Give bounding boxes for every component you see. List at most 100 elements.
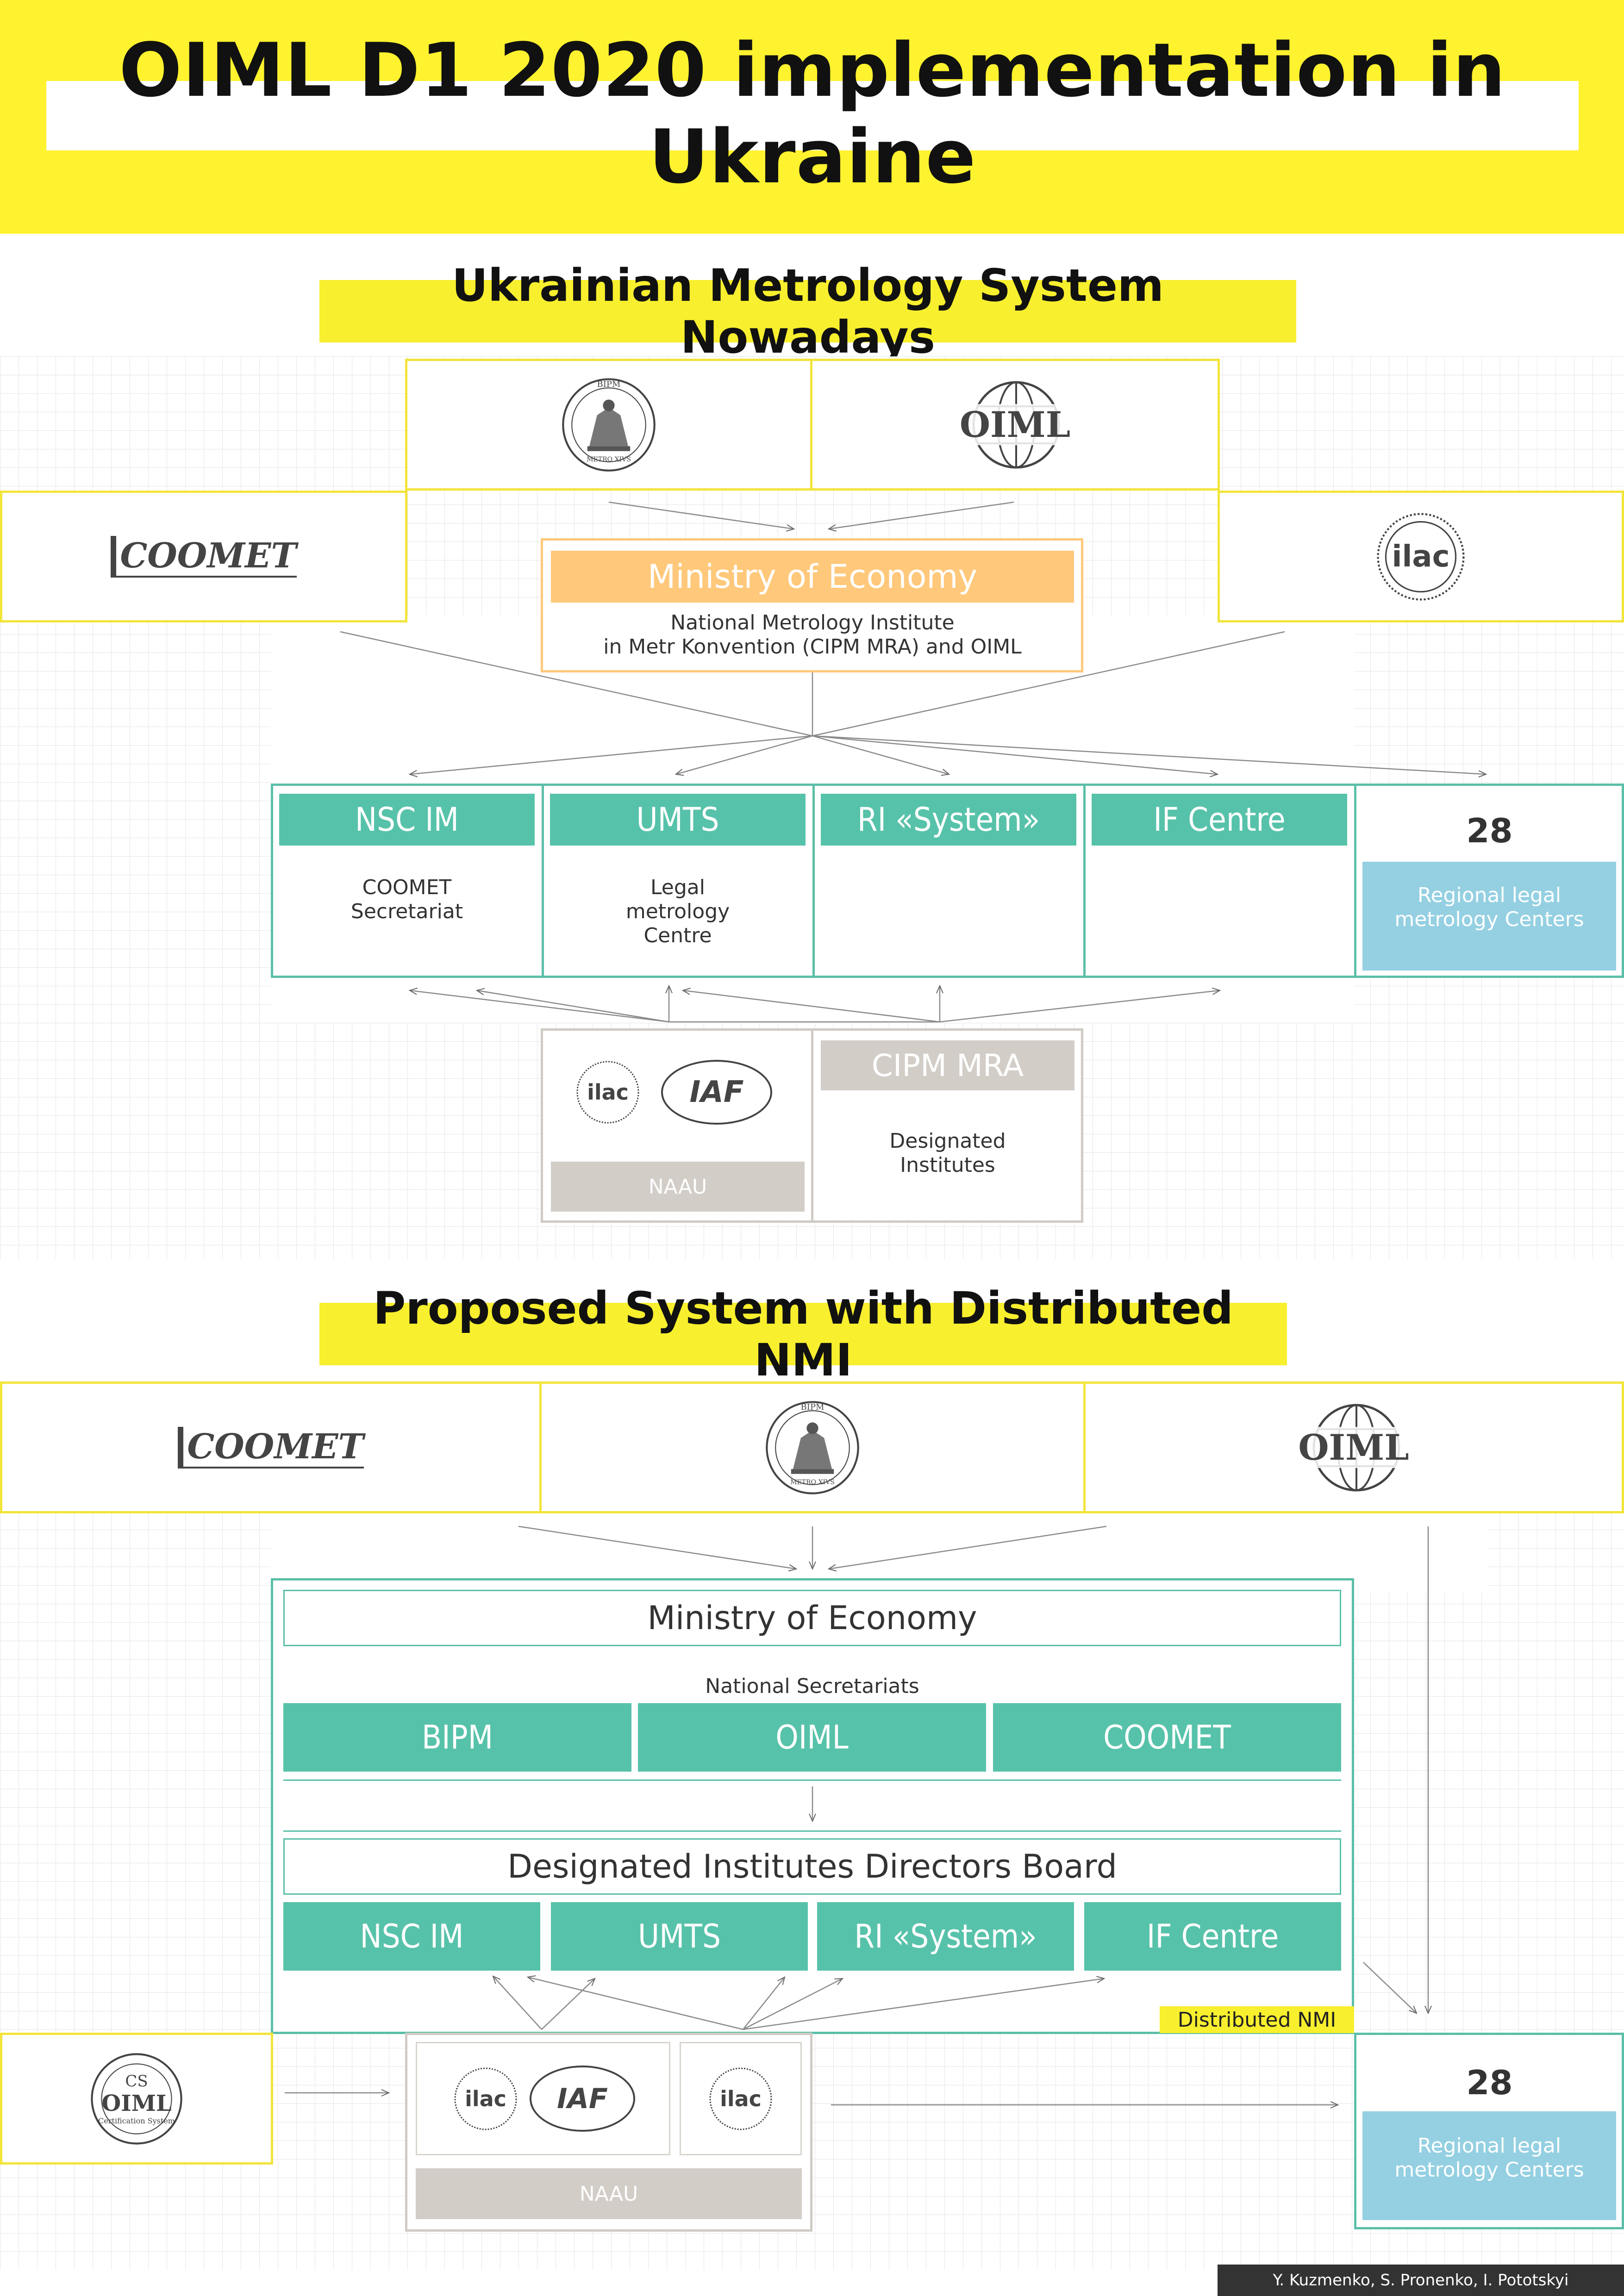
- institute-umts-desc3: Centre: [643, 924, 712, 947]
- naau-logos-left: ilac IAF: [416, 2042, 670, 2155]
- ilac-logo-icon: [1377, 513, 1465, 600]
- secretariat-bipm: BIPM: [283, 1703, 631, 1772]
- bipm-logo-text: BIPM: [597, 380, 621, 389]
- arrow-naau-umts: [528, 1977, 743, 2030]
- arrow-naau-umts-left: [477, 990, 669, 1023]
- arrow-hub-ri: [812, 735, 949, 774]
- arrow-coomet-ministry-2: [518, 1525, 796, 1569]
- arrow-naau-ri: [743, 1979, 843, 2030]
- oiml-logo-text: OIML: [959, 404, 1071, 445]
- arrow-hub-ifcentre: [812, 735, 1218, 774]
- ilac-small-text-3: ilac: [720, 2086, 762, 2111]
- bipm-logo-text-2: BIPM: [800, 1402, 824, 1412]
- distributed-nmi-label: Distributed NMI: [1160, 2006, 1354, 2033]
- institute-ifcentre-2: IF Centre: [1084, 1902, 1341, 1971]
- coomet-logo-text-2: COOMET: [178, 1426, 364, 1468]
- section1-heading: Ukrainian Metrology System Nowadays: [319, 260, 1296, 363]
- institute-umts-desc1: Legal: [650, 876, 705, 899]
- ilac-logo-box: ilac: [1218, 491, 1624, 622]
- designated-line2: Institutes: [900, 1153, 995, 1177]
- arrow-naau-nscim-b: [541, 1979, 595, 2030]
- oiml-cs-text-oiml: OIML: [101, 2091, 172, 2116]
- naau-logos-right: ilac: [680, 2042, 802, 2155]
- ilac-small-text-2: ilac: [465, 2086, 506, 2111]
- ilac-small-logo-1: ilac: [573, 1058, 643, 1127]
- secretariats-divider-top: [283, 1780, 1341, 1781]
- institute-nscim-desc2: Secretariat: [350, 900, 463, 923]
- ilac-small-logo-2: ilac: [451, 2064, 520, 2134]
- ilac-logo-text: ilac: [1392, 539, 1450, 574]
- iaf-logo-1: IAF: [661, 1060, 772, 1125]
- institute-umts-2: UMTS: [551, 1902, 808, 1971]
- ilac-ring-icon-3: [709, 2067, 772, 2130]
- arrow-institutes-regional: [1363, 1962, 1417, 2013]
- arrow-naau-nscim-a: [493, 1976, 542, 2030]
- institute-ri-label: RI «System»: [821, 794, 1076, 846]
- title-highlight: [46, 81, 1579, 150]
- iaf-logo-2: IAF: [530, 2066, 635, 2132]
- coomet-logo-text: COOMET: [111, 535, 297, 578]
- oiml-logo-box-2: OIML: [1083, 1381, 1624, 1513]
- authors-credit: Y. Kuzmenko, S. Pronenko, I. Pototskyi: [1218, 2265, 1624, 2296]
- arrow-naau-nscim: [410, 990, 669, 1023]
- designated-line1: Designated: [889, 1129, 1006, 1153]
- oiml-cs-logo-icon: [91, 2053, 182, 2145]
- secretariats-label: National Secretariats: [705, 1674, 919, 1698]
- arrow-hub-umts: [676, 735, 813, 774]
- naau-label-2: NAAU: [416, 2168, 802, 2219]
- regional-label-box: [1362, 862, 1616, 971]
- arrow-bipm-ministry: [608, 501, 794, 529]
- board-label: Designated Institutes Directors Board: [283, 1838, 1341, 1895]
- line-coomet-cross: [340, 631, 813, 737]
- oiml-cs-text-ring: Certification System: [98, 2116, 175, 2125]
- regional2-label-line2: metrology Centers: [1394, 2158, 1584, 2182]
- oiml-logo-text-2: OIML: [1298, 1427, 1409, 1468]
- regional-count-2: 28: [1466, 2063, 1513, 2102]
- regional-label-line2: metrology Centers: [1394, 907, 1584, 931]
- ilac-small-logo-3: ilac: [706, 2064, 775, 2134]
- bipm-logo-box-2: [539, 1381, 1086, 1513]
- institute-ri-2: RI «System»: [817, 1902, 1074, 1971]
- institute-nscim-desc1: COOMET: [362, 876, 452, 899]
- bipm-logo-motto: METRO XIVS: [587, 456, 631, 463]
- institute-ifcentre-label: IF Centre: [1092, 794, 1347, 846]
- ministry-label-2: Ministry of Economy: [283, 1590, 1341, 1646]
- ministry-desc-line1: National Metrology Institute: [670, 611, 955, 635]
- arrow-naau-ifcentre: [743, 1979, 1104, 2030]
- ilac-ring-icon-2: [454, 2067, 517, 2130]
- ilac-ring-icon: [576, 1061, 639, 1124]
- iaf-text-1: IAF: [689, 1075, 744, 1109]
- arrow-oiml-ministry: [829, 501, 1014, 529]
- cipm-mra-label: CIPM MRA: [821, 1040, 1074, 1090]
- bipm-logo-icon-2: [766, 1400, 859, 1494]
- oiml-cs-logo-box: CS OIML Certification System: [0, 2033, 273, 2165]
- arrow-hub-regional: [812, 735, 1486, 774]
- bipm-logo-icon: [562, 378, 656, 472]
- coomet-logo-box-2: COOMET: [0, 1381, 542, 1513]
- ministry-desc-line2: in Metr Konvention (CIPM MRA) and OIML: [603, 635, 1022, 659]
- institute-umts-label: UMTS: [550, 794, 806, 846]
- ilac-small-text-1: ilac: [587, 1080, 629, 1105]
- secretariat-coomet: COOMET: [993, 1703, 1341, 1772]
- oiml-cs-text-cs: CS: [125, 2072, 148, 2091]
- institute-umts-desc2: metrology: [625, 900, 730, 923]
- iaf-text-2: IAF: [557, 2082, 608, 2115]
- ministry-label: Ministry of Economy: [551, 551, 1074, 603]
- bipm-logo-box: [405, 359, 812, 491]
- arrow-cipm-ifcentre: [939, 990, 1220, 1023]
- regional-count: 28: [1466, 811, 1513, 850]
- arrow-oiml-ministry-2: [829, 1525, 1107, 1569]
- arrow-cipm-umts: [683, 990, 940, 1023]
- bipm-logo-motto-2: METRO XIVS: [790, 1479, 835, 1486]
- oiml-logo-box: OIML: [810, 359, 1220, 491]
- regional2-label-line1: Regional legal: [1417, 2134, 1562, 2158]
- regional-label-line1: Regional legal: [1417, 883, 1562, 907]
- secretariat-oiml: OIML: [638, 1703, 986, 1772]
- institute-nscim-label: NSC IM: [279, 794, 535, 846]
- arrow-naau-umts-b: [743, 1977, 785, 2030]
- naau-label-1: NAAU: [551, 1162, 805, 1212]
- regional-label-box-2: [1362, 2111, 1616, 2220]
- accreditation-divider: [811, 1028, 813, 1223]
